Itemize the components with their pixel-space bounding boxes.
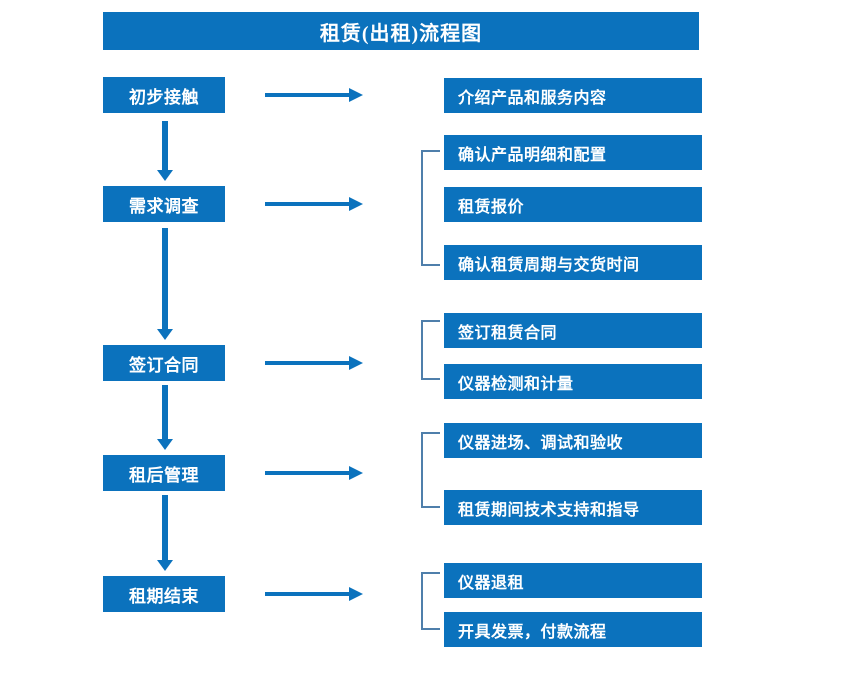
stage-label-5: 租期结束 (129, 586, 199, 606)
detail-box-8[interactable]: 租赁期间技术支持和指导 (444, 490, 702, 525)
arrow-shaft (162, 121, 168, 170)
stage-label-4: 租后管理 (129, 465, 199, 485)
detail-box-4[interactable]: 确认租赁周期与交货时间 (444, 245, 702, 280)
horizontal-arrow-3 (265, 356, 363, 370)
detail-box-9[interactable]: 仪器退租 (444, 563, 702, 598)
chart-title: 租赁(出租)流程图 (319, 22, 483, 45)
arrow-shaft (265, 202, 349, 206)
arrow-head (349, 88, 363, 102)
group-bracket-3 (421, 432, 440, 508)
chart-title-banner: 租赁(出租)流程图 (103, 12, 699, 50)
arrow-shaft (265, 592, 349, 596)
stage-box-3[interactable]: 签订合同 (103, 345, 225, 381)
detail-label-3: 租赁报价 (458, 198, 525, 216)
detail-box-7[interactable]: 仪器进场、调试和验收 (444, 423, 702, 458)
arrow-shaft (162, 228, 168, 329)
detail-label-2: 确认产品明细和配置 (458, 146, 607, 164)
horizontal-arrow-2 (265, 197, 363, 211)
arrow-shaft (162, 495, 168, 560)
stage-box-1[interactable]: 初步接触 (103, 77, 225, 113)
vertical-arrow-3 (157, 385, 173, 450)
horizontal-arrow-1 (265, 88, 363, 102)
group-bracket-4 (421, 572, 440, 630)
group-bracket-1 (421, 150, 440, 266)
arrow-shaft (265, 93, 349, 97)
detail-box-5[interactable]: 签订租赁合同 (444, 313, 702, 348)
detail-label-4: 确认租赁周期与交货时间 (458, 256, 640, 274)
arrow-head (349, 587, 363, 601)
stage-label-1: 初步接触 (129, 87, 199, 107)
stage-label-3: 签订合同 (129, 355, 199, 375)
arrow-head (349, 356, 363, 370)
detail-label-7: 仪器进场、调试和验收 (458, 434, 624, 452)
stage-label-2: 需求调查 (129, 196, 199, 216)
detail-box-2[interactable]: 确认产品明细和配置 (444, 135, 702, 170)
detail-box-6[interactable]: 仪器检测和计量 (444, 364, 702, 399)
arrow-shaft (265, 361, 349, 365)
horizontal-arrow-4 (265, 466, 363, 480)
arrow-shaft (162, 385, 168, 439)
detail-label-1: 介绍产品和服务内容 (458, 89, 607, 107)
detail-label-8: 租赁期间技术支持和指导 (458, 501, 640, 519)
arrow-head (157, 329, 173, 340)
stage-box-4[interactable]: 租后管理 (103, 455, 225, 491)
horizontal-arrow-5 (265, 587, 363, 601)
detail-box-1[interactable]: 介绍产品和服务内容 (444, 78, 702, 113)
stage-box-5[interactable]: 租期结束 (103, 576, 225, 612)
detail-label-10: 开具发票，付款流程 (458, 623, 607, 641)
arrow-head (157, 439, 173, 450)
arrow-shaft (265, 471, 349, 475)
arrow-head (349, 466, 363, 480)
arrow-head (157, 170, 173, 181)
vertical-arrow-2 (157, 228, 173, 340)
arrow-head (157, 560, 173, 571)
detail-label-9: 仪器退租 (458, 574, 525, 592)
detail-label-5: 签订租赁合同 (458, 324, 558, 342)
vertical-arrow-4 (157, 495, 173, 571)
detail-label-6: 仪器检测和计量 (458, 375, 574, 393)
stage-box-2[interactable]: 需求调查 (103, 186, 225, 222)
vertical-arrow-1 (157, 121, 173, 181)
detail-box-10[interactable]: 开具发票，付款流程 (444, 612, 702, 647)
detail-box-3[interactable]: 租赁报价 (444, 187, 702, 222)
arrow-head (349, 197, 363, 211)
group-bracket-2 (421, 320, 440, 380)
